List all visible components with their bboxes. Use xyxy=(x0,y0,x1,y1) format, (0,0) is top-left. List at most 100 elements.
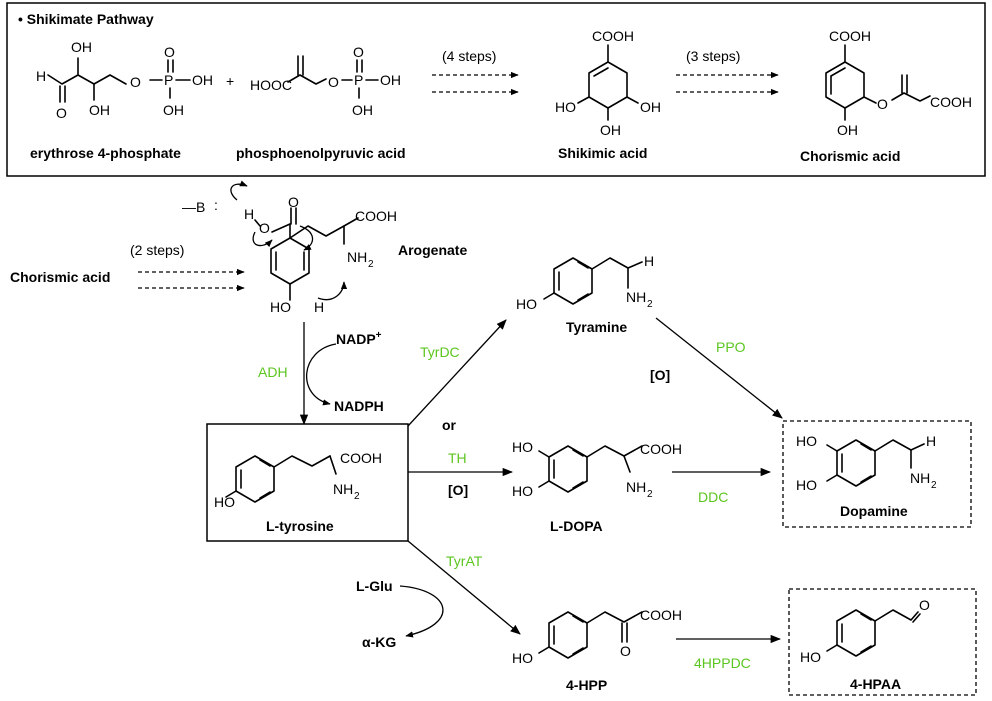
svg-text:HO: HO xyxy=(270,299,291,315)
lglu-curved-arrow xyxy=(399,585,444,638)
nadp-label: NADP+ xyxy=(336,330,382,347)
nadp-curved-arrow xyxy=(305,343,337,406)
svg-text:O: O xyxy=(288,194,299,210)
three-steps-label: (3 steps) xyxy=(686,48,740,64)
two-steps-label: (2 steps) xyxy=(130,242,184,258)
pep-label: phosphoenolpyruvic acid xyxy=(236,145,406,161)
hpp-label: 4-HPP xyxy=(566,677,607,693)
svg-text:H: H xyxy=(644,253,654,269)
plus-sign: + xyxy=(226,73,234,89)
chorismic-acid-structure: COOH O COOH OH xyxy=(825,28,972,138)
dopamine-structure: HO HO H NH 2 xyxy=(796,433,937,493)
hppdc-enzyme-label: 4HPPDC xyxy=(694,655,751,671)
svg-text:P: P xyxy=(354,72,363,88)
svg-text:O: O xyxy=(877,96,888,112)
th-enzyme-label: TH xyxy=(448,450,467,466)
svg-text:HO: HO xyxy=(512,483,533,499)
or-label: or xyxy=(442,417,457,433)
svg-text:HO: HO xyxy=(800,649,821,665)
shikimate-pathway-box xyxy=(6,2,986,177)
adh-enzyme-label: ADH xyxy=(258,364,288,380)
svg-text:OH: OH xyxy=(89,102,110,118)
svg-text:COOH: COOH xyxy=(640,441,682,457)
arogenate-label: Arogenate xyxy=(398,242,467,258)
svg-text:OH: OH xyxy=(352,102,373,118)
svg-text:OH: OH xyxy=(640,99,661,115)
l-tyrosine-box xyxy=(206,423,409,542)
base-label: —B xyxy=(182,199,205,215)
hpaa-structure: HO O xyxy=(800,597,930,665)
l-tyrosine-structure: HO COOH NH 2 xyxy=(214,450,382,510)
shikimic-acid-label: Shikimic acid xyxy=(558,145,647,161)
svg-text:NH: NH xyxy=(626,289,646,305)
svg-text:O: O xyxy=(259,220,270,236)
svg-text:HO: HO xyxy=(512,650,533,666)
svg-text:P: P xyxy=(164,72,173,88)
svg-text:2: 2 xyxy=(647,489,653,500)
svg-text:O: O xyxy=(164,44,175,60)
four-steps-label: (4 steps) xyxy=(442,48,496,64)
svg-text:H: H xyxy=(314,299,324,315)
svg-text:COOH: COOH xyxy=(640,607,682,623)
svg-text:HO: HO xyxy=(796,477,817,493)
ppo-enzyme-label: PPO xyxy=(716,339,746,355)
svg-text:OH: OH xyxy=(600,122,621,138)
hpp-structure: HO COOH O xyxy=(512,607,682,666)
hpaa-label: 4-HPAA xyxy=(850,676,901,692)
svg-text:HO: HO xyxy=(512,439,533,455)
svg-text:O: O xyxy=(328,74,339,90)
svg-text:2: 2 xyxy=(931,480,937,491)
akg-label: α-KG xyxy=(362,634,396,650)
tyrat-enzyme-label: TyrAT xyxy=(446,553,483,569)
oxidation-label-2: [O] xyxy=(448,482,468,498)
tyramine-label: Tyramine xyxy=(566,319,627,335)
svg-text:NH: NH xyxy=(626,479,646,495)
l-dopa-label: L-DOPA xyxy=(550,518,603,534)
nadph-label: NADPH xyxy=(334,398,384,414)
svg-text:HO: HO xyxy=(214,494,235,510)
l-dopa-structure: HO HO COOH NH 2 xyxy=(512,439,682,500)
lglu-label: L-Glu xyxy=(356,578,393,594)
svg-text:OH: OH xyxy=(163,102,184,118)
svg-text:NH: NH xyxy=(333,481,353,497)
svg-text:NH: NH xyxy=(347,249,367,265)
svg-text:O: O xyxy=(56,105,67,121)
svg-text:HO: HO xyxy=(796,433,817,449)
svg-text:OH: OH xyxy=(192,72,213,88)
svg-text:H: H xyxy=(926,433,936,449)
svg-text:O: O xyxy=(353,44,364,60)
shikimic-acid-structure: COOH HO OH OH xyxy=(555,28,661,138)
arrow-tyrosine-to-hpp xyxy=(407,540,521,635)
svg-text:HOOC: HOOC xyxy=(250,77,292,93)
chorismic-acid-start-label: Chorismic acid xyxy=(10,269,110,285)
arogenate-structure: H O O COOH NH 2 HO H xyxy=(230,180,397,315)
base-lone-pair: : xyxy=(214,197,218,213)
svg-text:COOH: COOH xyxy=(829,28,871,44)
svg-text:2: 2 xyxy=(647,299,653,310)
svg-text:OH: OH xyxy=(71,39,92,55)
svg-text:COOH: COOH xyxy=(355,208,397,224)
dopamine-label: Dopamine xyxy=(840,503,908,519)
svg-text:COOH: COOH xyxy=(930,94,972,110)
shikimate-header: • Shikimate Pathway xyxy=(18,11,154,27)
svg-text:NH: NH xyxy=(910,470,930,486)
arrow-tyramine-to-dopamine xyxy=(655,317,783,419)
svg-text:O: O xyxy=(919,597,930,613)
svg-text:COOH: COOH xyxy=(340,450,382,466)
erythrose-4-phosphate-structure: H O OH OH O P O OH OH xyxy=(36,39,213,121)
dopamine-box xyxy=(782,420,972,528)
arrow-tyrosine-to-tyramine xyxy=(407,319,507,427)
tyramine-structure: HO H NH 2 xyxy=(516,253,654,312)
svg-text:O: O xyxy=(130,74,141,90)
tyrdc-enzyme-label: TyrDC xyxy=(420,344,460,360)
svg-text:2: 2 xyxy=(354,491,360,502)
chorismic-acid-label: Chorismic acid xyxy=(800,148,900,164)
erythrose-4-phosphate-label: erythrose 4-phosphate xyxy=(30,145,181,161)
svg-text:OH: OH xyxy=(837,122,858,138)
oxidation-label: [O] xyxy=(650,367,670,383)
svg-text:H: H xyxy=(36,68,46,84)
svg-text:H: H xyxy=(244,206,254,222)
l-tyrosine-label: L-tyrosine xyxy=(266,518,334,534)
svg-text:COOH: COOH xyxy=(592,28,634,44)
